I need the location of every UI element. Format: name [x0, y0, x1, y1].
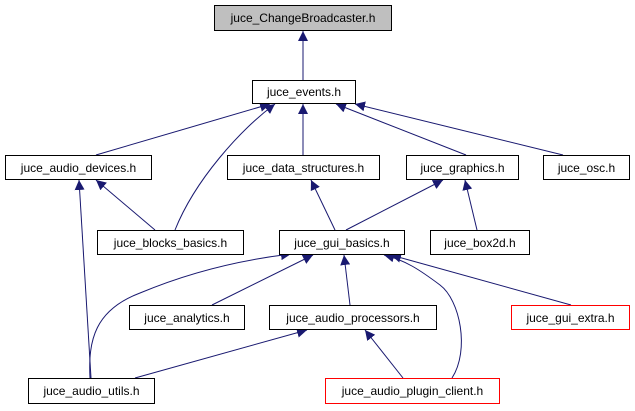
node-label: juce_box2d.h [444, 235, 516, 250]
edge-audio_processors-to-gui_basics [340, 254, 351, 306]
node-label: juce_osc.h [557, 160, 616, 175]
node-gui-extra[interactable]: juce_gui_extra.h [511, 305, 630, 330]
node-label: juce_analytics.h [144, 310, 230, 325]
node-data-structures[interactable]: juce_data_structures.h [227, 155, 380, 180]
edge-gui_basics-to-data_structures [310, 179, 336, 231]
node-label: juce_audio_plugin_client.h [341, 384, 484, 398]
node-label: juce_ChangeBroadcaster.h [230, 11, 376, 25]
edge-osc-to-events [354, 101, 564, 156]
node-audio-plugin-client[interactable]: juce_audio_plugin_client.h [325, 378, 500, 404]
node-label: juce_gui_extra.h [526, 310, 615, 325]
node-graphics[interactable]: juce_graphics.h [406, 155, 519, 180]
node-label: juce_gui_basics.h [294, 235, 390, 250]
node-label: juce_events.h [266, 85, 342, 99]
edge-audio_utils-to-audio_devices [74, 179, 92, 379]
edge-audio_devices-to-events [95, 102, 271, 156]
node-gui-basics[interactable]: juce_gui_basics.h [279, 230, 405, 255]
node-label: juce_graphics.h [420, 160, 505, 175]
node-label: juce_blocks_basics.h [113, 235, 228, 250]
node-osc[interactable]: juce_osc.h [543, 155, 630, 180]
node-analytics[interactable]: juce_analytics.h [129, 305, 245, 330]
node-label: juce_audio_processors.h [286, 310, 420, 325]
node-blocks-basics[interactable]: juce_blocks_basics.h [97, 230, 244, 255]
node-label: juce_audio_utils.h [43, 384, 140, 398]
node-label: juce_audio_devices.h [20, 160, 137, 175]
node-change-broadcaster: juce_ChangeBroadcaster.h [214, 5, 392, 31]
edge-gui_extra-to-gui_basics [390, 252, 572, 306]
node-audio-utils[interactable]: juce_audio_utils.h [28, 378, 155, 404]
edge-audio_utils-to-gui_basics [89, 250, 292, 379]
edge-graphics-to-events [335, 102, 467, 156]
edge-blocks_basics-to-audio_devices [95, 179, 156, 231]
edge-gui_basics-to-graphics [345, 179, 444, 231]
node-events[interactable]: juce_events.h [252, 80, 356, 104]
node-box2d[interactable]: juce_box2d.h [430, 230, 530, 255]
edge-audio_plugin_client-to-audio_processors [364, 329, 404, 379]
edge-box2d-to-graphics [462, 179, 478, 231]
edge-audio_plugin_client-to-gui_basics [383, 252, 462, 379]
edge-analytics-to-gui_basics [211, 254, 314, 306]
edge-audio_utils-to-audio_processors [134, 327, 308, 379]
node-audio-processors[interactable]: juce_audio_processors.h [269, 305, 437, 330]
node-audio-devices[interactable]: juce_audio_devices.h [5, 155, 152, 180]
node-label: juce_data_structures.h [242, 160, 365, 175]
edge-blocks_basics-to-events [174, 103, 276, 231]
